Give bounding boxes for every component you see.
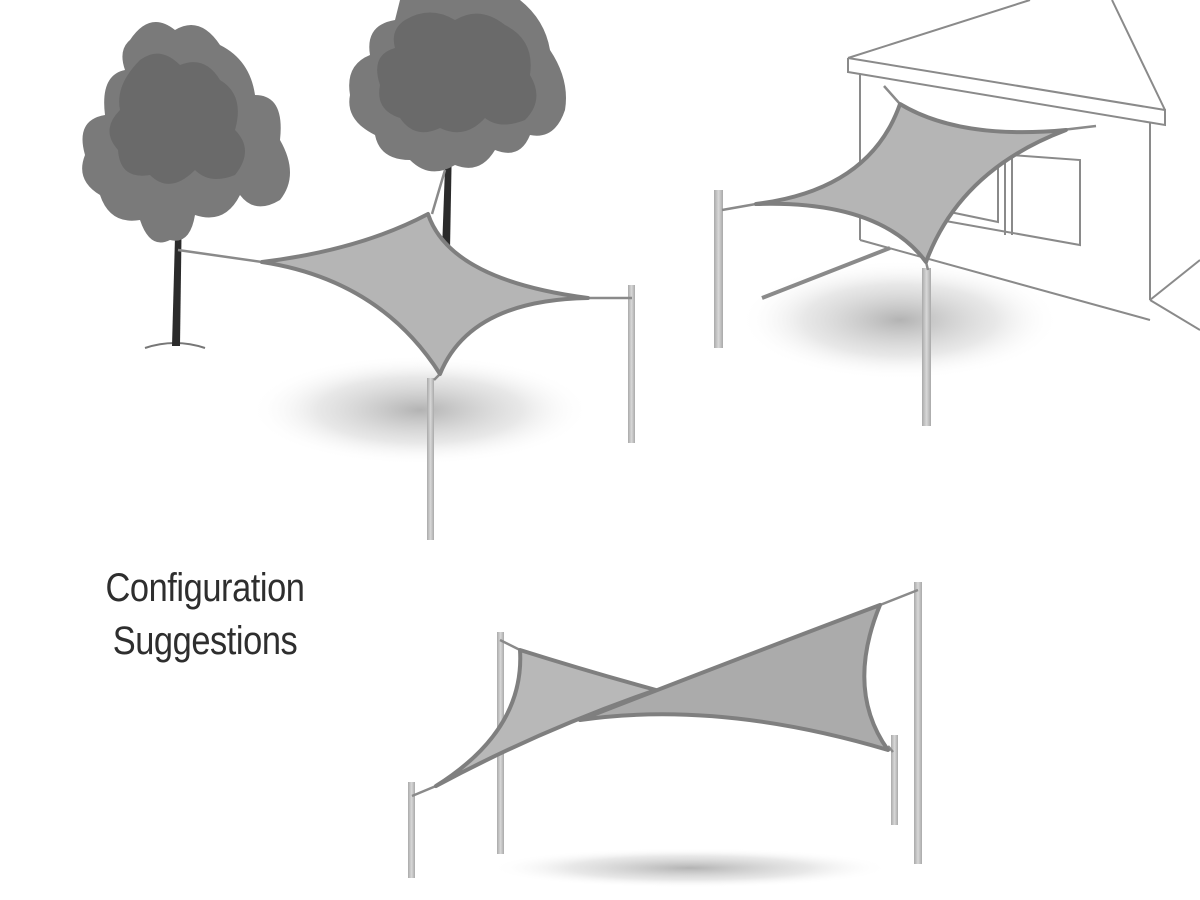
- shade-sail: [754, 102, 1068, 264]
- pole: [914, 582, 922, 864]
- caption-line-1: Configuration: [105, 566, 305, 610]
- configuration-caption: Configuration Suggestions: [80, 562, 329, 668]
- house-wall-configuration: [714, 0, 1200, 426]
- pole: [891, 735, 898, 825]
- caption-line-2: Suggestions: [112, 619, 298, 663]
- freestanding-triangle-configuration: [408, 582, 922, 888]
- pole: [427, 378, 434, 540]
- pole: [922, 268, 931, 426]
- pole: [408, 782, 415, 878]
- tree-pole-configuration: [82, 0, 635, 540]
- sail-shadow: [490, 848, 890, 888]
- sail-shadow: [740, 260, 1060, 380]
- pole: [714, 190, 723, 348]
- tree-icon: [349, 0, 566, 250]
- pole: [628, 285, 635, 443]
- shade-sail: [578, 603, 890, 752]
- shade-sail: [434, 648, 658, 788]
- sail-shadow: [250, 355, 590, 465]
- tree-icon: [82, 22, 290, 349]
- shade-sail: [260, 212, 590, 376]
